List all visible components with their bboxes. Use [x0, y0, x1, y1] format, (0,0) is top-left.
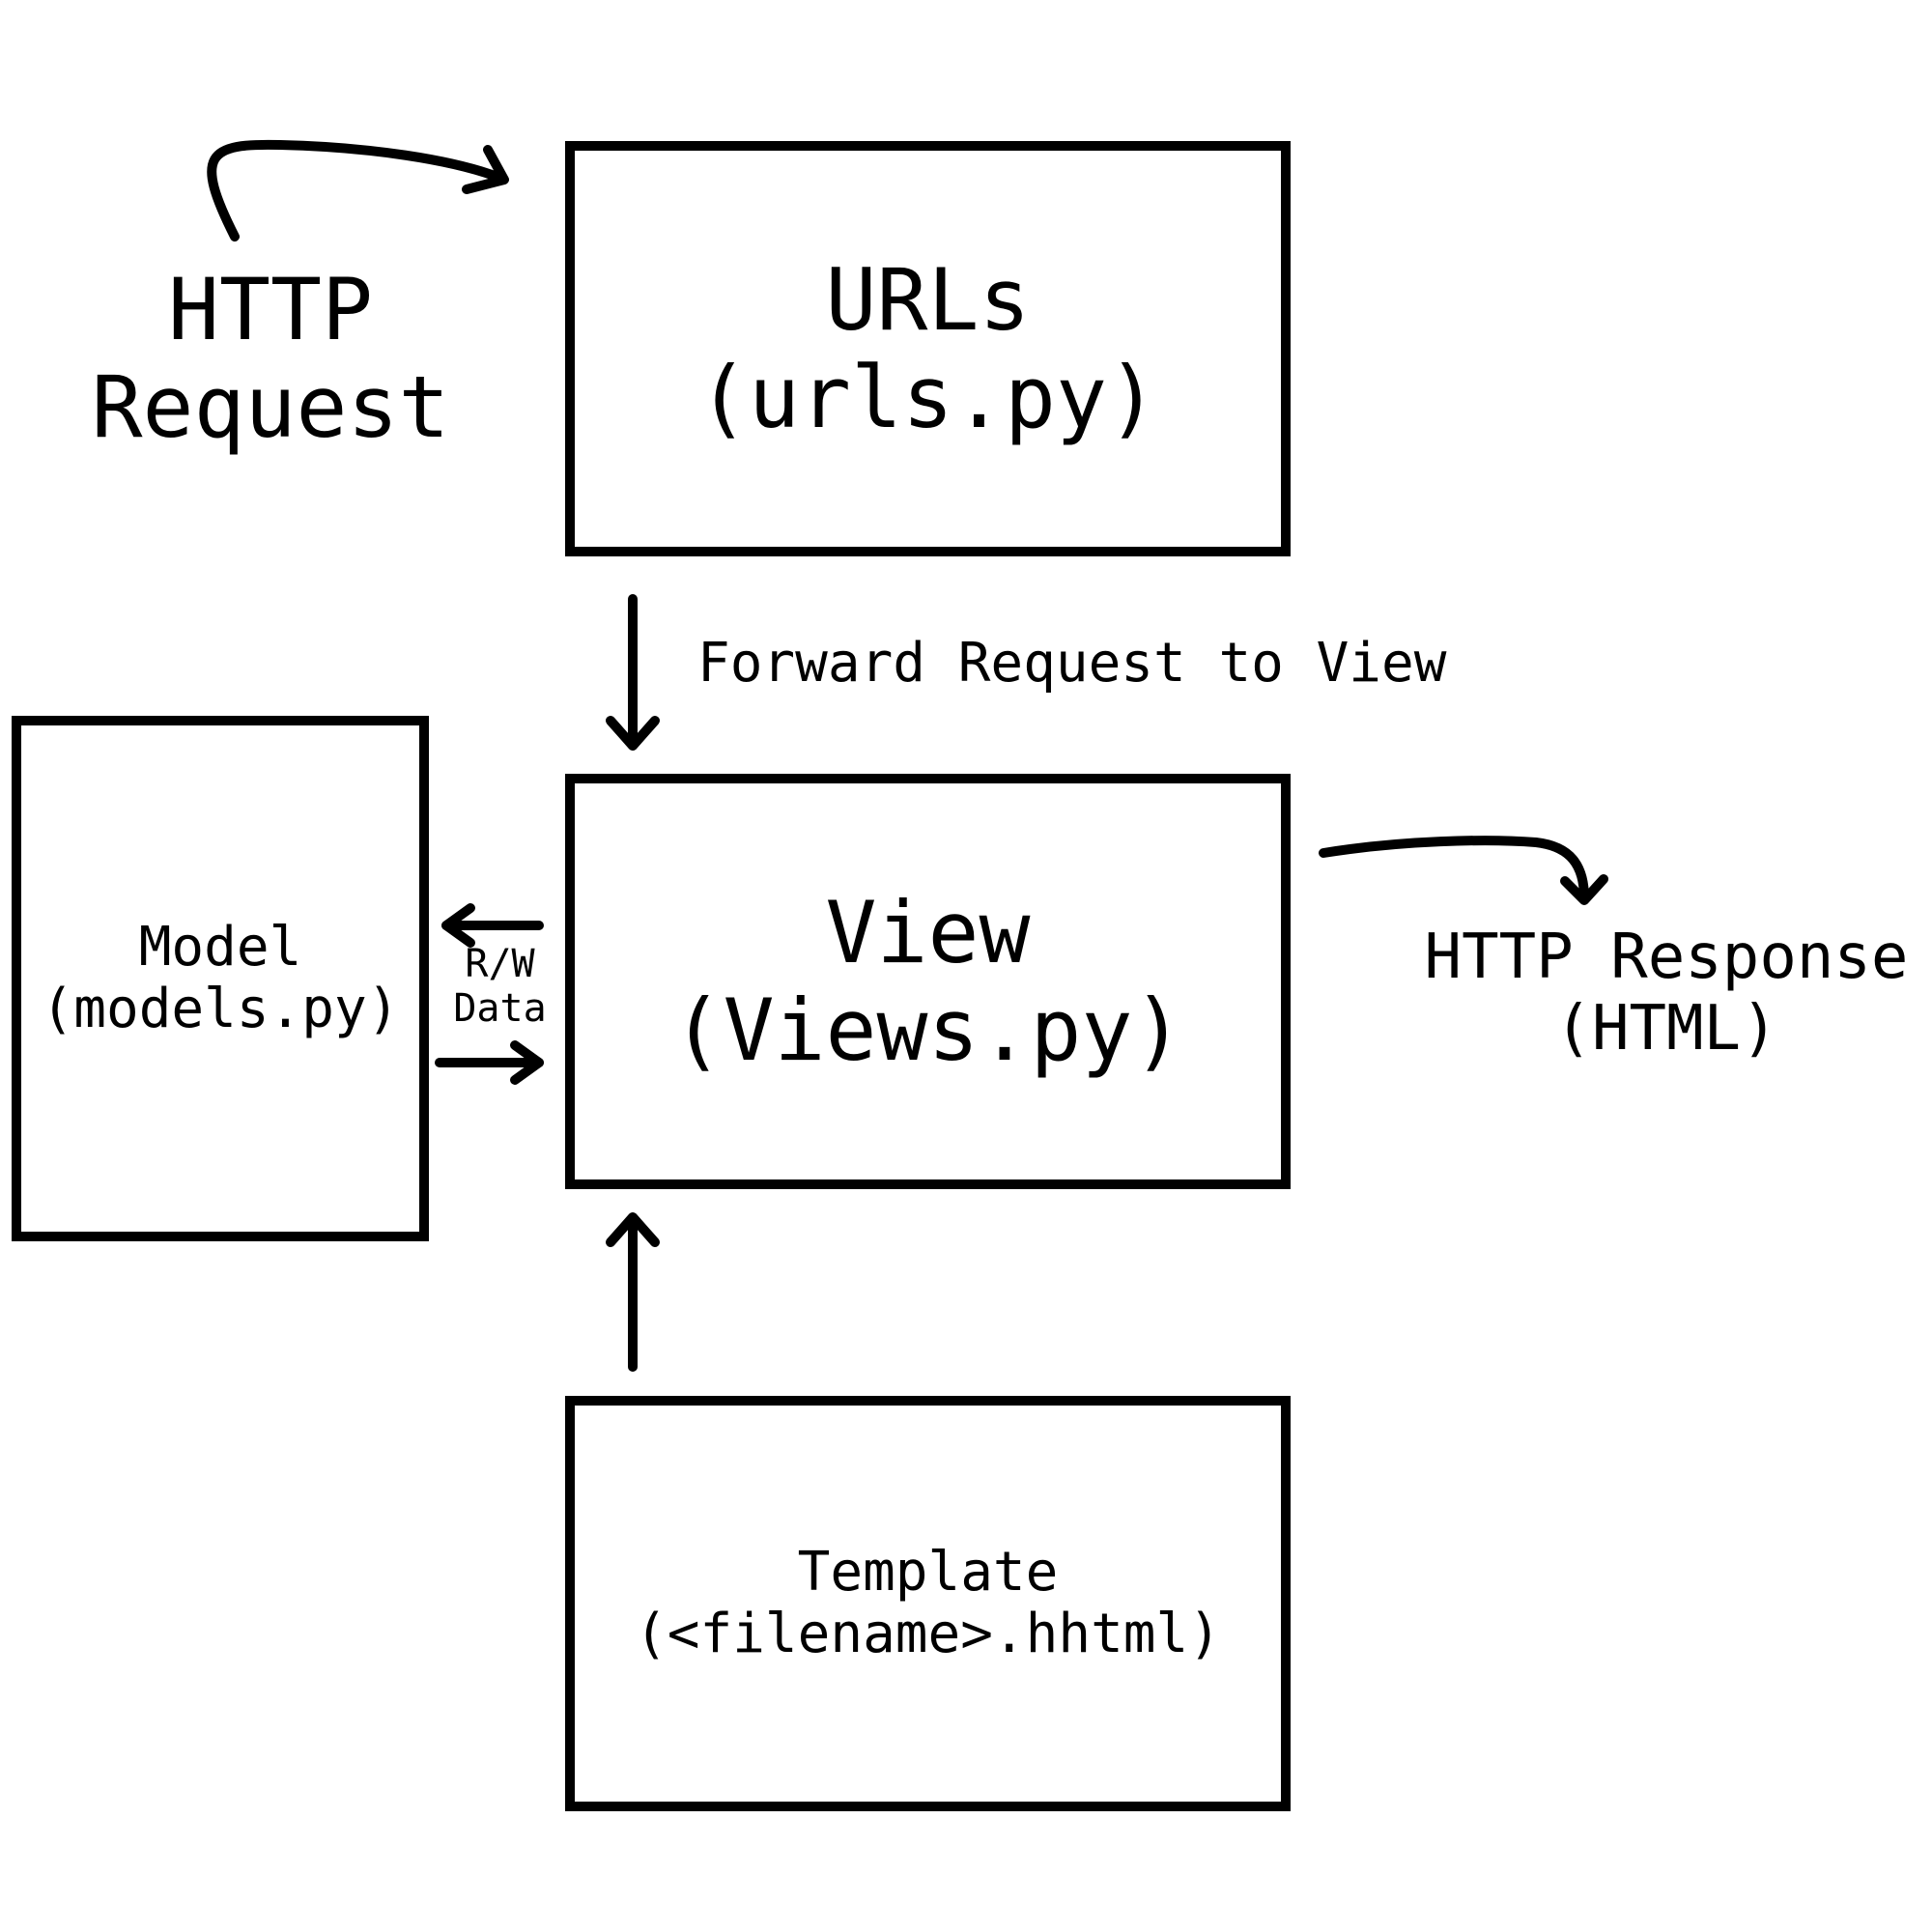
arrow-request-to-urls-head — [462, 145, 509, 194]
http-request-line1: HTTP — [168, 260, 373, 359]
arrow-view-to-response — [1319, 836, 1589, 903]
template-title: Template — [797, 1540, 1059, 1604]
urls-box: URLs (urls.py) — [565, 141, 1291, 556]
rw-data-line2: Data — [453, 986, 547, 1031]
rw-data-label: R/W Data — [444, 942, 555, 1031]
arrow-view-to-response-head — [1560, 874, 1608, 905]
arrow-urls-to-view-head — [606, 716, 660, 751]
urls-file: (urls.py) — [697, 348, 1158, 447]
http-request-label: HTTP Request — [87, 260, 454, 458]
template-box: Template (<filename>.hhtml) — [565, 1396, 1291, 1811]
view-title: View — [825, 882, 1031, 982]
rw-data-line1: R/W — [465, 942, 535, 986]
http-response-line1: HTTP Response — [1424, 922, 1909, 993]
arrow-view-to-model-head — [441, 903, 475, 948]
model-file: (models.py) — [41, 978, 400, 1040]
forward-request-label: Forward Request to View — [697, 632, 1447, 695]
model-box: Model (models.py) — [12, 716, 429, 1241]
http-request-line2: Request — [91, 357, 450, 458]
http-response-label: HTTP Response (HTML) — [1391, 922, 1932, 1065]
http-response-line2: (HTML) — [1554, 992, 1778, 1065]
arrow-request-to-urls — [207, 139, 507, 242]
urls-title: URLs — [825, 249, 1031, 350]
template-file: (<filename>.hhtml) — [635, 1603, 1221, 1665]
model-title: Model — [138, 915, 302, 979]
view-file: (Views.py) — [671, 980, 1184, 1080]
arrow-template-to-view-head — [606, 1212, 660, 1247]
arrow-model-to-view-head — [510, 1040, 544, 1085]
view-box: View (Views.py) — [565, 774, 1291, 1189]
